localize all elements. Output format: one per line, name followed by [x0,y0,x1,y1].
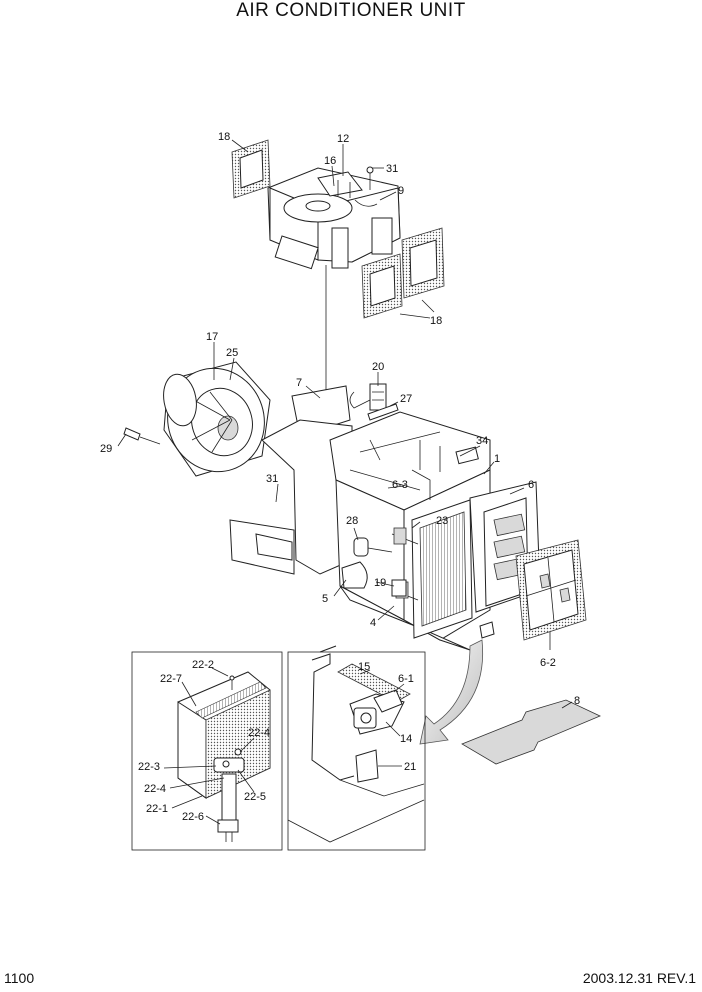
gaskets-18-right [361,227,445,319]
detail-arrow [419,639,484,745]
callout-22-5: 22-5 [244,791,266,803]
callout-6-3: 6-3 [392,479,408,491]
callout-31: 31 [266,473,278,485]
callout-25: 25 [226,347,238,359]
callout-5: 5 [322,593,328,605]
callout-17: 17 [206,331,218,343]
screw-29 [123,427,161,445]
callout-16: 16 [324,155,336,167]
callout-18: 18 [430,315,442,327]
bolt-27 [367,403,399,421]
blower-housing-9 [267,166,401,270]
callout-6-1: 6-1 [398,673,414,685]
callout-9: 9 [398,185,404,197]
leader-lines [163,139,573,825]
callout-29: 29 [100,443,112,455]
temp-control-detail-frame [287,651,426,851]
callout-21: 21 [404,761,416,773]
callout-18: 18 [218,131,230,143]
gasket-18-top [231,139,271,199]
page-number: 1100 [4,970,35,986]
callout-23: 23 [436,515,448,527]
page-title: AIR CONDITIONER UNIT [236,0,466,21]
callout-22-4: 22-4 [144,783,166,795]
callout-22-3: 22-3 [138,761,160,773]
callout-4: 4 [370,617,376,629]
bracket-5 [341,561,368,589]
heater-core-23 [391,499,473,639]
actuator-19 [391,579,407,597]
callout-22-6: 22-6 [182,811,204,823]
callout-20: 20 [372,361,384,373]
callout-27: 27 [400,393,412,405]
callout-22-4: 22-4 [248,727,270,739]
callout-22-1: 22-1 [146,803,168,815]
callout-15: 15 [358,661,370,673]
callout-19: 19 [374,577,386,589]
plate-8 [461,699,601,765]
callout-34: 34 [476,435,488,447]
blower-motor-17 [163,361,271,477]
revision-date: 2003.12.31 REV.1 [582,970,696,986]
connector-20 [349,383,387,411]
callout-12: 12 [337,133,349,145]
callout-7: 7 [296,377,302,389]
callout-28: 28 [346,515,358,527]
callout-labels: 18 12 16 31 9 18 17 25 20 7 27 29 34 1 6… [100,131,580,823]
callout-22-7: 22-7 [160,673,182,685]
temp-control-assembly [287,645,425,843]
callout-31: 31 [386,163,398,175]
callout-6: 6 [528,479,534,491]
filter-6-2 [515,539,587,641]
callout-14: 14 [400,733,412,745]
actuator-28 [353,537,393,557]
evaporator-detail-frame [131,651,283,851]
callout-22-2: 22-2 [192,659,214,671]
callout-6-2: 6-2 [540,657,556,669]
callout-8: 8 [574,695,580,707]
callout-1: 1 [494,453,500,465]
